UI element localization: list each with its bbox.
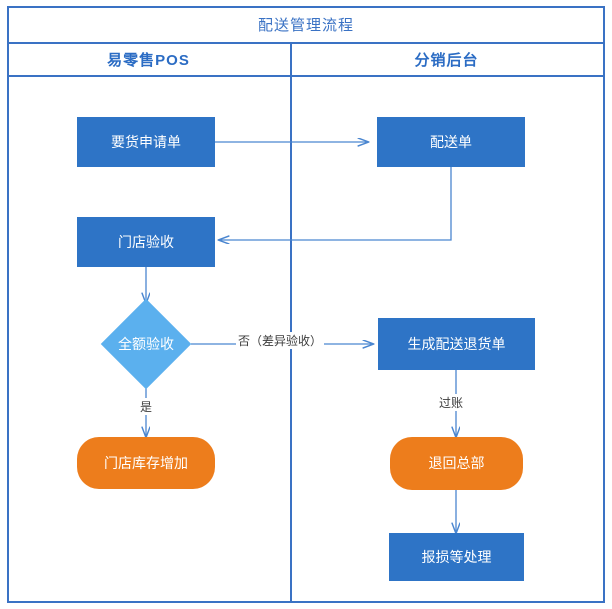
lane-header-row: 易零售POS 分销后台: [7, 44, 605, 77]
node-requisition-order-label: 要货申请单: [111, 133, 181, 150]
diagram-title-row: 配送管理流程: [7, 6, 605, 44]
lane-header-pos: 易零售POS: [7, 44, 290, 75]
lane-header-pos-label: 易零售POS: [107, 52, 190, 69]
node-generate-delivery-return-order[interactable]: 生成配送退货单: [378, 318, 535, 370]
node-store-acceptance-label: 门店验收: [118, 233, 174, 250]
edge-label-posting: 过账: [437, 394, 466, 411]
node-generate-delivery-return-order-label: 生成配送退货单: [407, 335, 506, 352]
node-store-acceptance[interactable]: 门店验收: [77, 217, 215, 267]
node-full-acceptance-decision-label: 全额验收: [118, 335, 174, 352]
node-delivery-order[interactable]: 配送单: [377, 117, 525, 167]
node-store-inventory-increase-label: 门店库存增加: [104, 454, 188, 471]
lane-divider: [290, 44, 292, 603]
node-full-acceptance-decision[interactable]: 全额验收: [76, 298, 216, 390]
diagram-frame: [7, 6, 605, 603]
node-return-to-headquarters[interactable]: 退回总部: [390, 437, 523, 490]
node-delivery-order-label: 配送单: [430, 133, 472, 150]
edge-label-yes: 是: [138, 398, 155, 415]
edge-label-no-difference-check: 否（差异验收）: [236, 332, 325, 349]
lane-header-back-label: 分销后台: [414, 52, 479, 69]
page-title: 配送管理流程: [257, 16, 354, 34]
node-loss-reporting-handling-label: 报损等处理: [421, 548, 492, 565]
node-store-inventory-increase[interactable]: 门店库存增加: [77, 437, 215, 489]
lane-header-back: 分销后台: [290, 44, 603, 75]
edge-n2-n3: [219, 167, 452, 240]
node-return-to-headquarters-label: 退回总部: [428, 455, 485, 472]
node-loss-reporting-handling[interactable]: 报损等处理: [389, 533, 524, 581]
node-requisition-order[interactable]: 要货申请单: [77, 117, 215, 167]
